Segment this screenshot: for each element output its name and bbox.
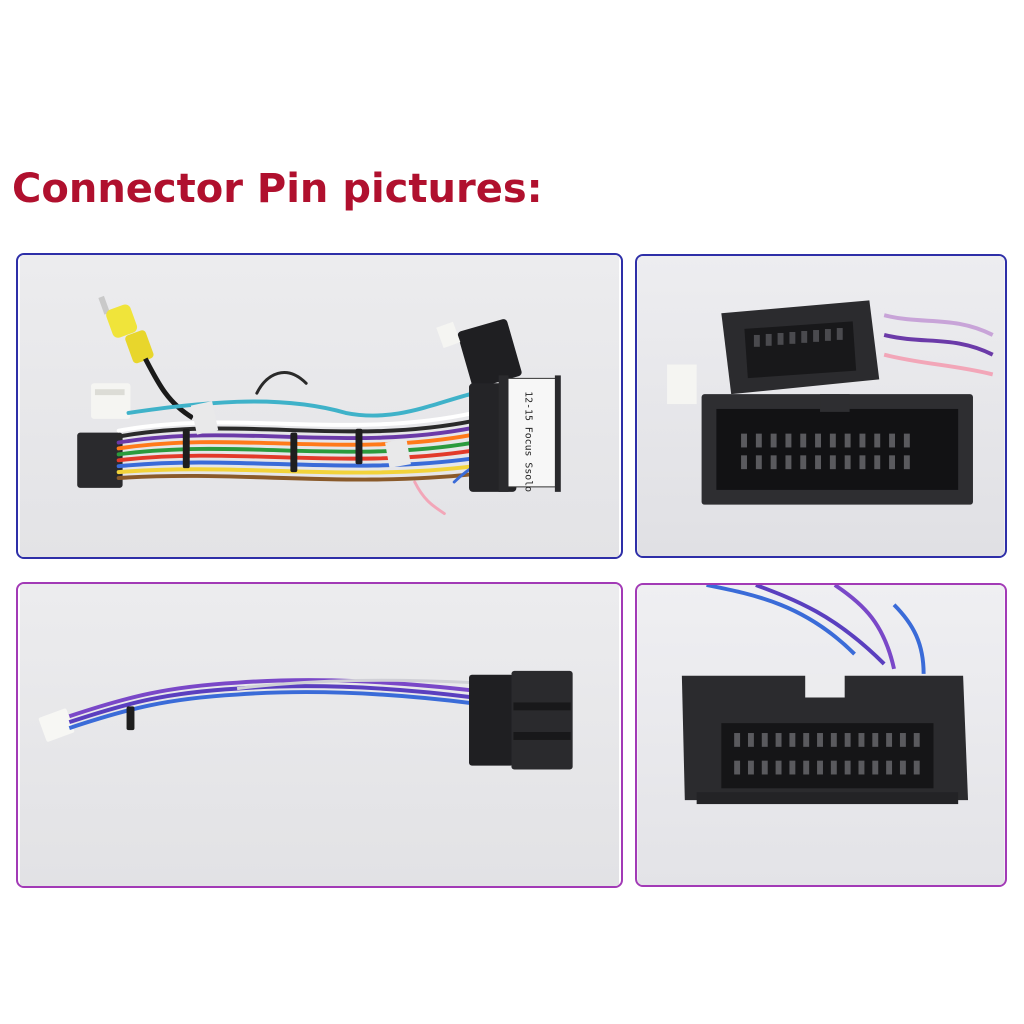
- small-harness-photo-panel: [16, 582, 623, 888]
- black-connector-icon: [721, 300, 880, 395]
- page-title: Connector Pin pictures:: [12, 166, 543, 212]
- cable-ties: [182, 428, 363, 473]
- black-connector-icon: [469, 670, 573, 770]
- harness-photo-panel: 12-15 Focus Ssolo: [16, 253, 623, 559]
- wire-tag-b: [385, 438, 411, 468]
- black-connector-icon: [681, 673, 969, 805]
- connector-closeup-illustration: [637, 256, 1005, 556]
- black-connector-icon: [457, 319, 522, 389]
- cable-tie: [126, 706, 135, 731]
- harness-illustration: 12-15 Focus Ssolo: [19, 255, 620, 557]
- connector-label-text: 12-15 Focus Ssolo: [522, 391, 533, 492]
- white-plug-icon: [38, 708, 75, 742]
- small-connector-closeup-illustration: [637, 585, 1005, 885]
- wire-tag-a: [190, 401, 219, 435]
- wire-bundle: [706, 585, 926, 674]
- small-connector-closeup-panel: [635, 583, 1007, 887]
- white-plug-icon: [91, 383, 131, 419]
- black-connector-icon: [701, 394, 973, 505]
- small-harness-illustration: [19, 584, 620, 886]
- wire-bundle: [68, 678, 475, 730]
- rca-plug-icon: [98, 295, 194, 420]
- black-connector-icon: [77, 432, 123, 488]
- harness-connector-closeup-panel: [635, 254, 1007, 558]
